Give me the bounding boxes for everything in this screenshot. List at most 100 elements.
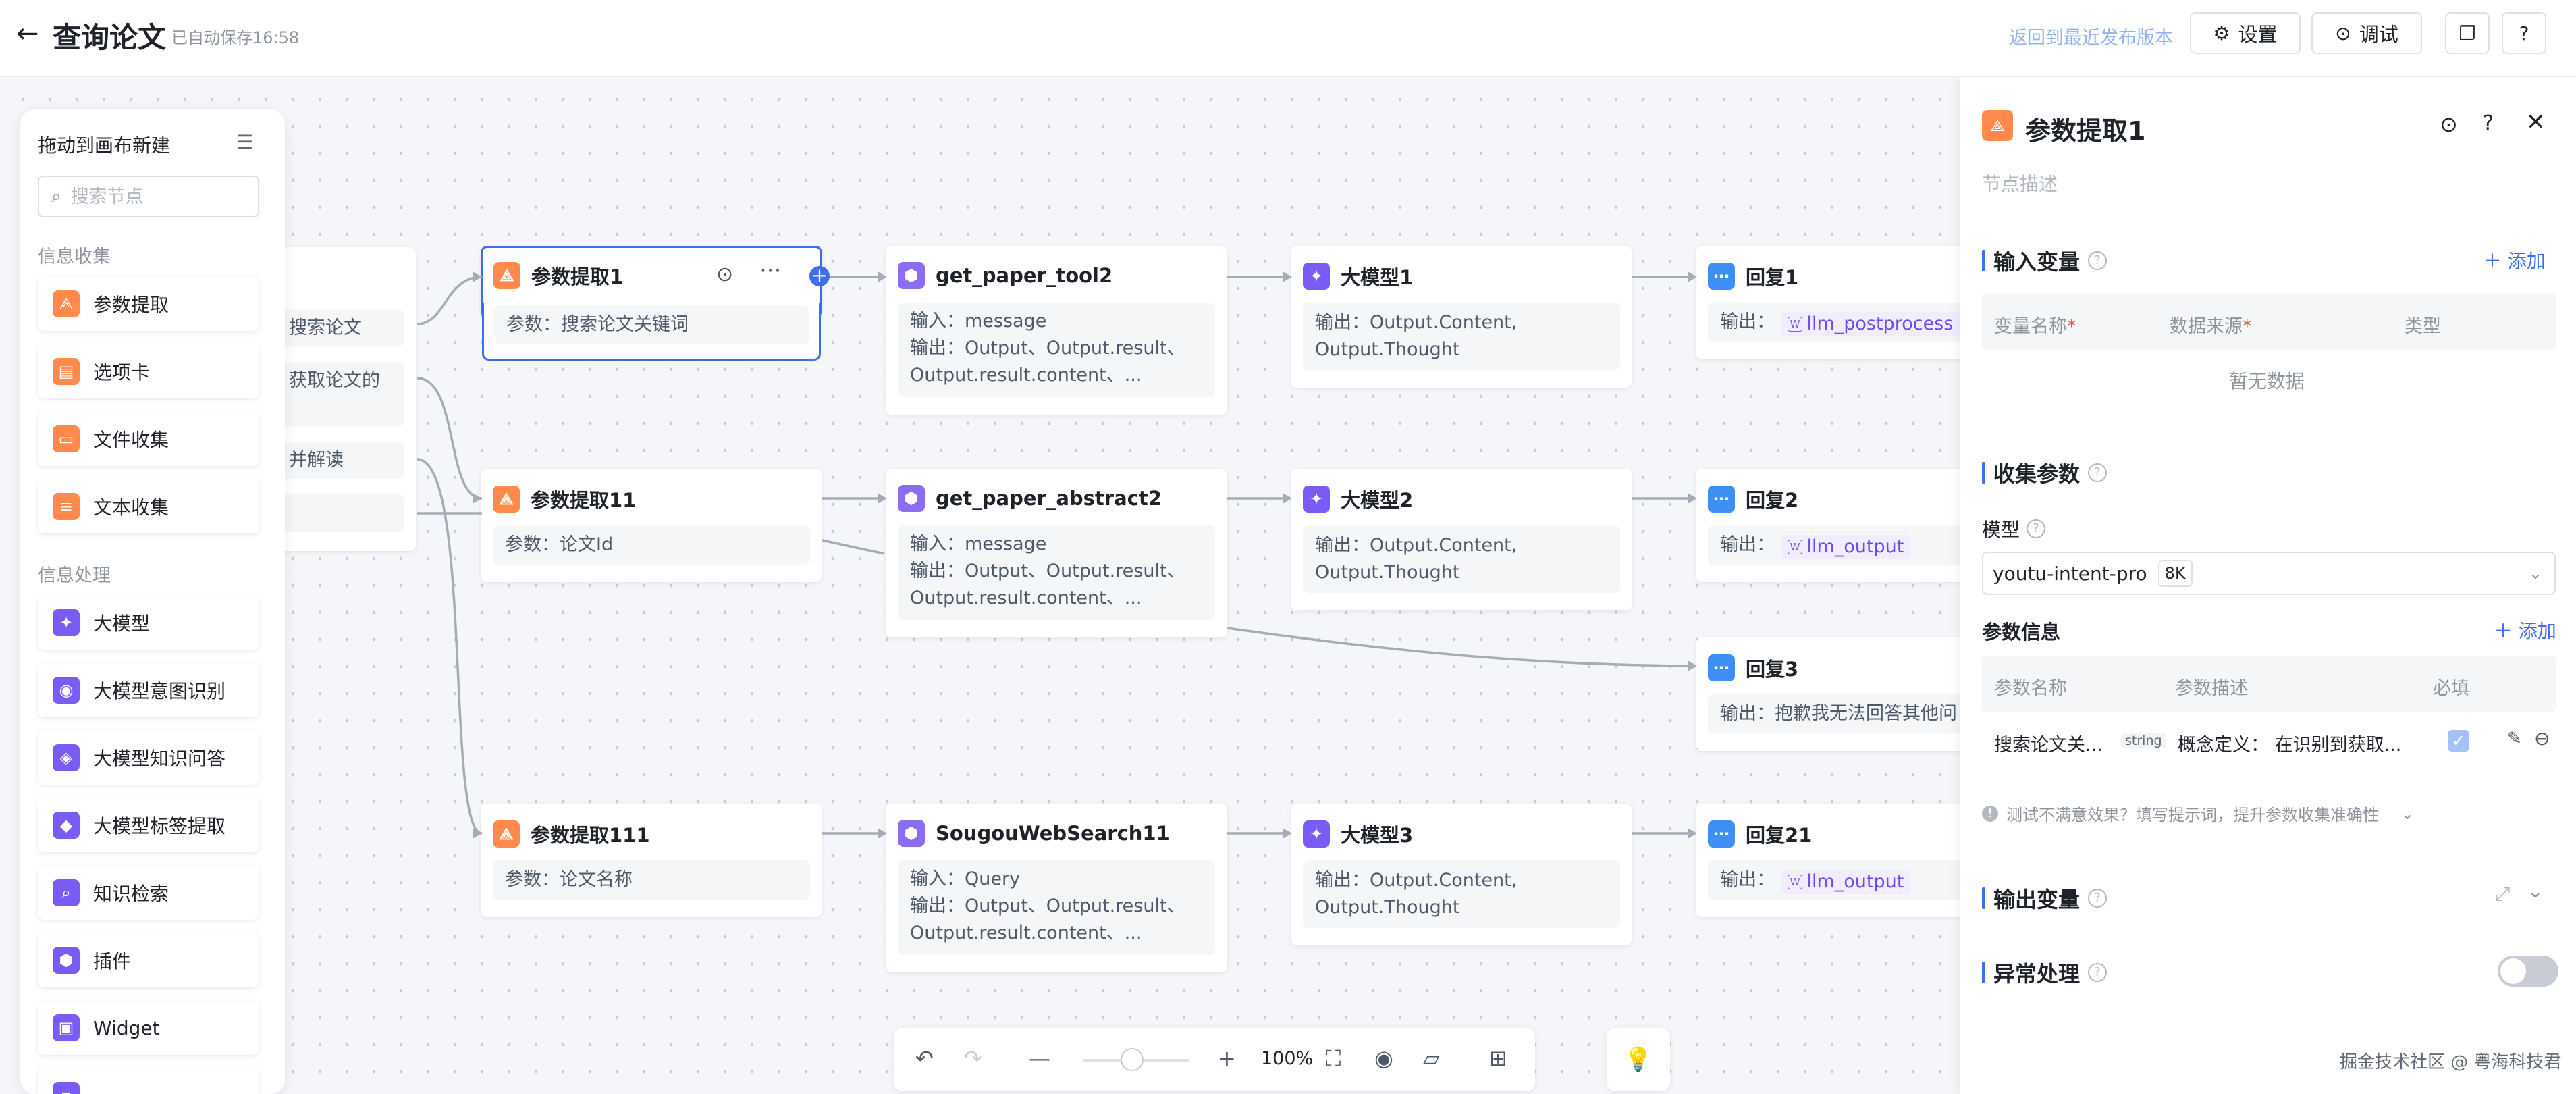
- item-label: 大模型知识问答: [93, 748, 226, 770]
- node-config-panel: ⟁ 参数提取1 ⊙ ? ✕ 节点描述 输入变量 ? ＋ 添加 变量名称* 数据来…: [1960, 76, 2576, 1094]
- edit-icon[interactable]: ✎: [2507, 729, 2522, 749]
- node-title: 回复2: [1746, 489, 1799, 512]
- library-item-knowledge-search[interactable]: ⌕知识检索: [38, 866, 259, 920]
- add-next-node-button[interactable]: +: [809, 266, 830, 286]
- param-extract-icon: ⟁: [493, 820, 520, 848]
- library-item-file-collect[interactable]: ▭文件收集: [38, 412, 259, 466]
- node-description-input[interactable]: 节点描述: [1982, 173, 2058, 195]
- close-icon[interactable]: ✕: [2526, 109, 2546, 136]
- zoom-level: 100%: [1261, 1048, 1314, 1069]
- zoom-in-icon[interactable]: +: [1218, 1045, 1236, 1071]
- library-item-param-extract[interactable]: ⟁参数提取: [38, 277, 259, 331]
- exception-toggle[interactable]: [2498, 956, 2558, 987]
- plugin-node-get-paper-abstract2[interactable]: ⬢ get_paper_abstract2 输入：message 输出：Outp…: [886, 469, 1227, 637]
- library-item-llm-tag[interactable]: ◆大模型标签提取: [38, 798, 259, 852]
- help-icon[interactable]: ?: [2483, 111, 2494, 135]
- col-label: 数据来源: [2170, 316, 2243, 337]
- library-item-more[interactable]: ▪: [38, 1068, 259, 1094]
- llm-node-1[interactable]: ✦ 大模型1 输出：Output.Content, Output.Thought: [1291, 246, 1632, 388]
- zoom-slider-handle[interactable]: [1121, 1048, 1144, 1071]
- item-label: 知识检索: [93, 883, 169, 905]
- library-item-text-collect[interactable]: ≡文本收集: [38, 479, 259, 533]
- sparkle-icon: ✦: [1303, 820, 1330, 848]
- node-io: 输入：message 输出：Output、Output.result、 Outp…: [898, 525, 1215, 620]
- node-input: 输入：Query: [910, 868, 1021, 889]
- chevron-down-icon[interactable]: ⌄: [2527, 880, 2544, 902]
- fit-view-icon[interactable]: ⛶: [1326, 1045, 1341, 1071]
- section-label: 异常处理: [1993, 961, 2081, 987]
- plugin-icon: ⬢: [898, 262, 925, 289]
- collapse-panel-icon[interactable]: ☰: [236, 131, 254, 153]
- model-select[interactable]: youtu-intent-pro 8K ⌄: [1982, 552, 2556, 595]
- param-extract-node-11[interactable]: ⟁ 参数提取11 参数：论文Id: [481, 469, 822, 582]
- redo-icon[interactable]: ↷: [964, 1045, 982, 1071]
- zoom-out-icon[interactable]: —: [1029, 1045, 1050, 1071]
- more-icon[interactable]: ···: [759, 257, 782, 284]
- plugin-node-sougou-web-search11[interactable]: ⬢ SougouWebSearch11 输入：Query 输出：Output、O…: [886, 804, 1227, 972]
- undo-icon[interactable]: ↶: [915, 1045, 934, 1071]
- model-label: 模型?: [1982, 515, 2046, 542]
- plugin-node-get-paper-tool2[interactable]: ⬢ get_paper_tool2 输入：message 输出：Output、O…: [886, 246, 1227, 415]
- llm-node-2[interactable]: ✦ 大模型2 输出：Output.Content, Output.Thought: [1291, 469, 1632, 610]
- section-label: 输出变量: [1993, 887, 2081, 912]
- node-title: 回复21: [1746, 824, 1813, 847]
- variable-name: llm_postprocess: [1806, 313, 1954, 334]
- remove-icon[interactable]: ⊖: [2534, 727, 2550, 750]
- llm-node-3[interactable]: ✦ 大模型3 输出：Output.Content, Output.Thought: [1291, 804, 1632, 945]
- help-icon: ?: [2088, 463, 2108, 482]
- copy-button[interactable]: ❐: [2445, 12, 2490, 54]
- lightbulb-icon[interactable]: 💡: [1607, 1028, 1670, 1091]
- item-label: 选项卡: [93, 361, 151, 384]
- node-library-panel: 拖动到画布新建 ☰ ⌕ 信息收集 ⟁参数提取 ▤选项卡 ▭文件收集 ≡文本收集 …: [20, 109, 285, 1094]
- sparkle-icon: ✦: [1303, 486, 1330, 513]
- library-item-llm-intent[interactable]: ◉大模型意图识别: [38, 663, 259, 717]
- param-extract-icon: ⟁: [53, 290, 80, 317]
- output-vars-section-title[interactable]: 输出变量 ?: [1982, 883, 2108, 914]
- debug-button[interactable]: ⊙ 调试: [2311, 12, 2422, 54]
- node-output: 输出：Output.Content,: [1315, 870, 1518, 891]
- node-output: 输出：Output.Content,: [1315, 312, 1518, 333]
- node-search-box[interactable]: ⌕: [38, 176, 259, 217]
- required-checkbox[interactable]: ✓: [2448, 730, 2469, 752]
- library-item-llm-qa[interactable]: ◈大模型知识问答: [38, 731, 259, 785]
- add-param-button[interactable]: ＋ 添加: [2494, 620, 2556, 642]
- expand-icon[interactable]: ⤢: [2495, 883, 2511, 905]
- run-node-icon[interactable]: ⊙: [2440, 111, 2458, 137]
- node-title: 参数提取11: [531, 489, 637, 512]
- library-item-llm[interactable]: ✦大模型: [38, 596, 259, 650]
- note-icon[interactable]: ▱: [1423, 1045, 1440, 1071]
- library-item-options-card[interactable]: ▤选项卡: [38, 344, 259, 398]
- top-bar: ← 查询论文 已自动保存16:58 返回到最近发布版本 ⚙ 设置 ⊙ 调试 ❐ …: [0, 0, 2576, 77]
- output-label: 输出：: [1720, 869, 1775, 890]
- library-item-plugin[interactable]: ⬢插件: [38, 933, 259, 987]
- add-input-var-button[interactable]: ＋ 添加: [2483, 250, 2546, 272]
- param-row[interactable]: 搜索论文关... string 概念定义： 在识别到获取... ✓ ✎ ⊖: [1982, 722, 2556, 762]
- node-title: 大模型1: [1341, 266, 1414, 289]
- output-label: 输出：: [1720, 311, 1775, 332]
- node-params: 参数：论文Id: [493, 525, 810, 565]
- prompt-hint[interactable]: ! 测试不满意效果？填写提示词，提升参数收集准确性 ⌄: [1982, 802, 2414, 825]
- node-title: get_paper_abstract2: [936, 487, 1162, 510]
- node-title: 回复3: [1746, 658, 1799, 681]
- variable-icon: W: [1787, 875, 1803, 889]
- revert-to-published-link[interactable]: 返回到最近发布版本: [2009, 28, 2173, 49]
- param-extract-node-111[interactable]: ⟁ 参数提取111 参数：论文名称: [481, 804, 822, 917]
- node-title: 大模型2: [1341, 489, 1414, 512]
- chevron-down-icon: ⌄: [2528, 564, 2542, 583]
- help-button[interactable]: ?: [2502, 12, 2546, 54]
- reply-node-3[interactable]: ⋯ 回复3 输出：抱歉我无法回答其他问: [1696, 637, 1979, 751]
- back-arrow-icon[interactable]: ←: [16, 18, 39, 49]
- settings-button[interactable]: ⚙ 设置: [2190, 12, 2301, 54]
- layout-grid-icon[interactable]: ⊞: [1489, 1045, 1507, 1071]
- library-item-widget[interactable]: ▣Widget: [38, 1001, 259, 1055]
- page-title: 查询论文: [53, 21, 167, 54]
- run-node-icon[interactable]: ⊙: [716, 263, 734, 286]
- col-param-name: 参数名称: [1994, 678, 2067, 699]
- eye-icon[interactable]: ◉: [1374, 1045, 1393, 1071]
- node-io: 输入：Query 输出：Output、Output.result、 Output…: [898, 860, 1215, 955]
- search-input[interactable]: [69, 185, 234, 208]
